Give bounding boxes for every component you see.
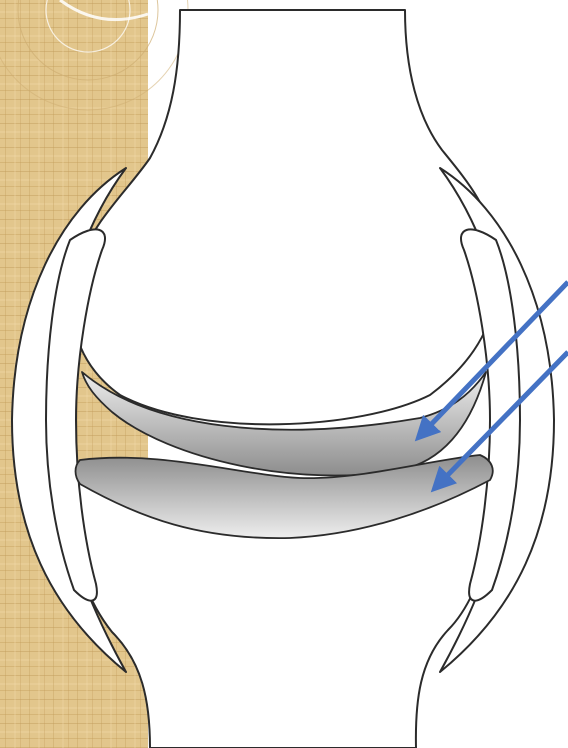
slide-canvas [0,0,568,748]
synovial-joint-diagram [0,0,568,748]
